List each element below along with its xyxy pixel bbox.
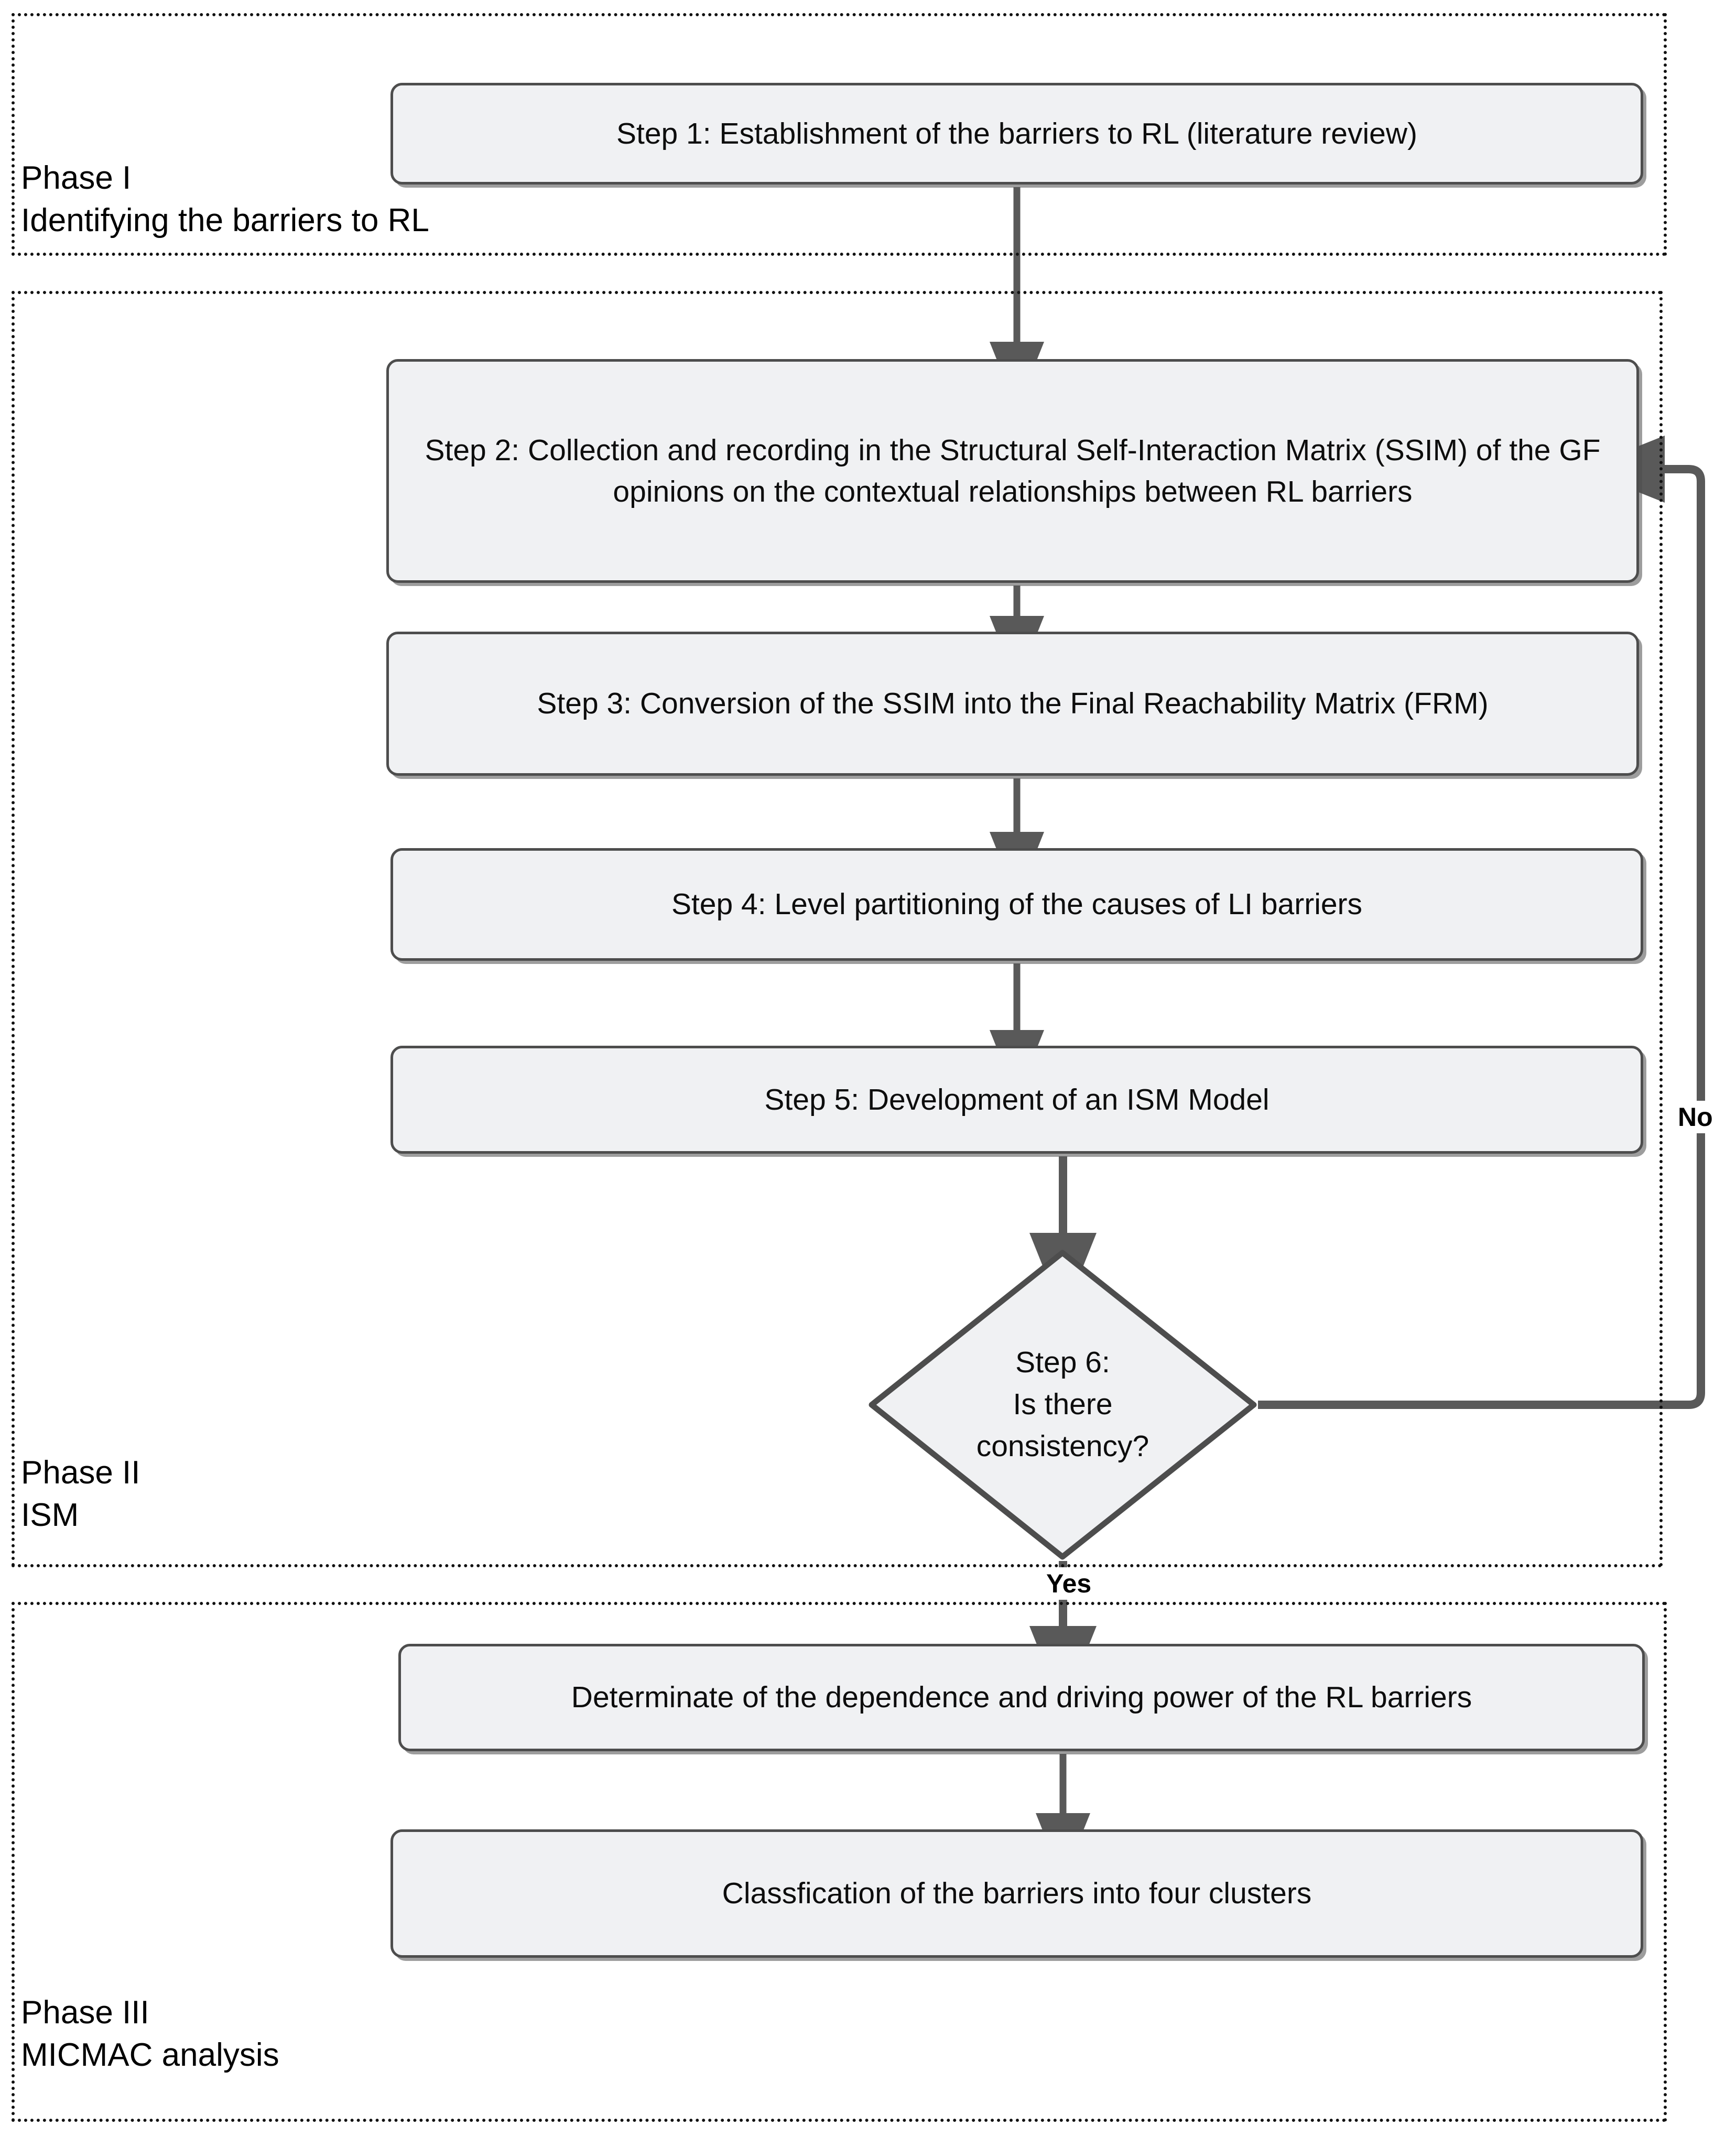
phase-1-name: Phase I [21, 160, 132, 196]
node-step-2-label: Step 2: Collection and recording in the … [425, 433, 1601, 508]
phase-3-name: Phase III [21, 1994, 149, 2031]
node-step-4[interactable]: Step 4: Level partitioning of the causes… [390, 848, 1643, 961]
edge-label-yes: Yes [1043, 1567, 1095, 1600]
node-step-1-label: Step 1: Establishment of the barriers to… [616, 116, 1418, 150]
node-micmac-classification-label: Classfication of the barriers into four … [722, 1877, 1312, 1911]
node-step-2[interactable]: Step 2: Collection and recording in the … [386, 359, 1639, 583]
phase-1-subtitle: Identifying the barriers to RL [21, 202, 429, 238]
phase-label-1: Phase I Identifying the barriers to RL [18, 157, 432, 242]
node-step-3[interactable]: Step 3: Conversion of the SSIM into the … [386, 632, 1639, 776]
phase-2-subtitle: ISM [21, 1497, 79, 1533]
phase-label-3: Phase III MICMAC analysis [18, 1992, 283, 2077]
phase-label-2: Phase II ISM [18, 1452, 144, 1537]
node-step-6-decision[interactable]: Step 6: Is there consistency? [867, 1249, 1258, 1561]
node-micmac-determinate-label: Determinate of the dependence and drivin… [571, 1680, 1472, 1715]
node-micmac-determinate[interactable]: Determinate of the dependence and drivin… [398, 1644, 1645, 1751]
phase-container-2 [12, 291, 1663, 1567]
phase-2-name: Phase II [21, 1455, 140, 1491]
node-step-5[interactable]: Step 5: Development of an ISM Model [390, 1046, 1643, 1154]
edge-label-no: No [1675, 1101, 1716, 1133]
diamond-shape-icon [869, 1250, 1257, 1560]
phase-container-3 [12, 1602, 1667, 2122]
node-step-1[interactable]: Step 1: Establishment of the barriers to… [390, 83, 1643, 185]
node-step-5-label: Step 5: Development of an ISM Model [764, 1082, 1270, 1116]
node-step-4-label: Step 4: Level partitioning of the causes… [671, 887, 1363, 921]
phase-3-subtitle: MICMAC analysis [21, 2036, 279, 2073]
node-step-3-label: Step 3: Conversion of the SSIM into the … [537, 687, 1489, 721]
node-micmac-classification[interactable]: Classfication of the barriers into four … [390, 1829, 1643, 1958]
phase-container-1 [12, 13, 1667, 256]
